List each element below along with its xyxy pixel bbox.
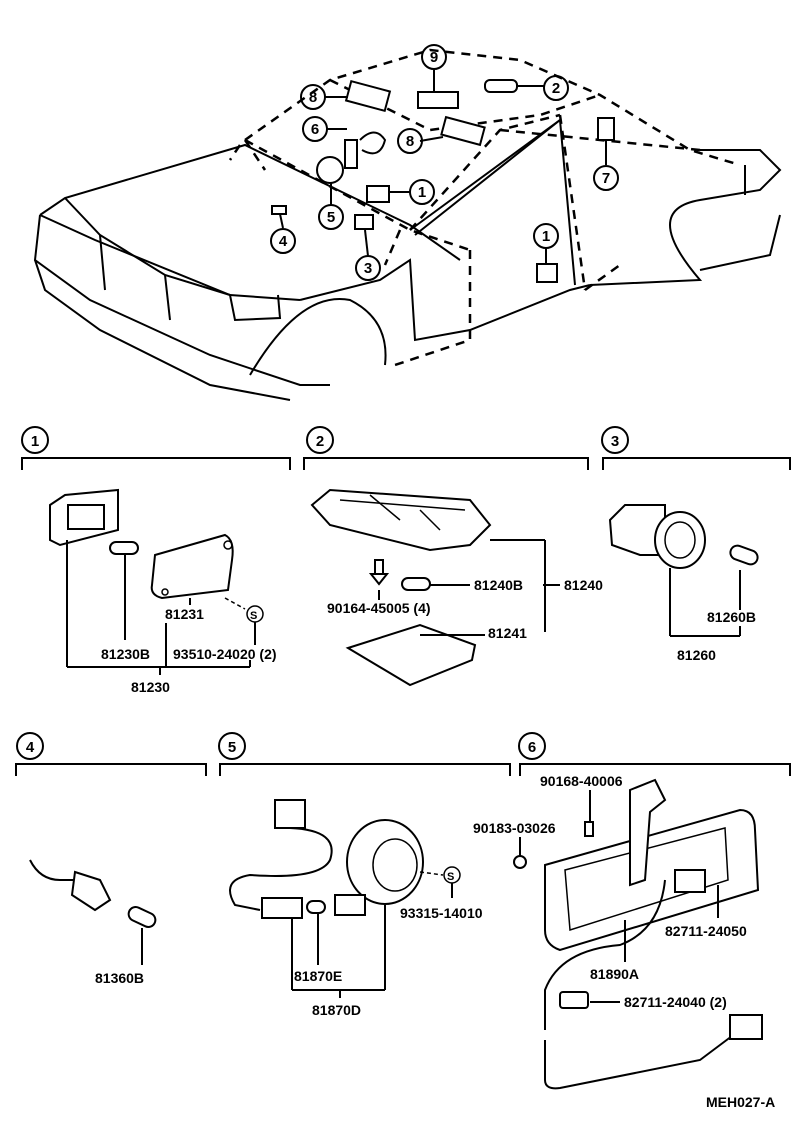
section-3-callout: 3 [601, 426, 629, 454]
callout-8b: 8 [397, 128, 423, 154]
svg-text:S: S [447, 871, 454, 883]
diagram-code: MEH027-A [706, 1094, 775, 1110]
callout-5: 5 [318, 204, 344, 230]
svg-text:8: 8 [406, 133, 414, 150]
svg-text:8: 8 [309, 89, 317, 106]
svg-text:6: 6 [311, 121, 319, 138]
svg-text:5: 5 [228, 739, 236, 756]
svg-text:2: 2 [316, 433, 324, 450]
svg-text:81870D: 81870D [312, 1002, 361, 1018]
svg-text:82711-24040 (2): 82711-24040 (2) [624, 994, 727, 1010]
svg-text:93510-24020 (2): 93510-24020 (2) [173, 646, 277, 662]
callout-4: 4 [270, 228, 296, 254]
svg-text:90164-45005 (4): 90164-45005 (4) [327, 600, 431, 616]
callout-8: 8 [300, 84, 326, 110]
svg-text:81260B: 81260B [707, 609, 756, 625]
section-3: 3 81260B 81260 [601, 426, 791, 663]
svg-text:81241: 81241 [488, 625, 527, 641]
callout-7: 7 [593, 165, 619, 191]
svg-text:81230B: 81230B [101, 646, 150, 662]
section-6: 6 90168-40006 90183-03026 82711-24050 81… [473, 732, 791, 1090]
screw-S-1: S [246, 605, 264, 623]
svg-text:2: 2 [552, 80, 560, 97]
svg-text:3: 3 [611, 433, 619, 450]
svg-text:81240B: 81240B [474, 577, 523, 593]
svg-text:7: 7 [602, 170, 610, 187]
section-5-callout: 5 [218, 732, 246, 760]
callout-9: 9 [421, 44, 447, 70]
callout-1b: 1 [533, 223, 559, 249]
svg-text:3: 3 [364, 260, 372, 277]
svg-text:5: 5 [327, 209, 335, 226]
svg-text:82711-24050: 82711-24050 [665, 923, 747, 939]
svg-text:S: S [250, 610, 257, 622]
svg-text:81230: 81230 [131, 679, 170, 695]
svg-text:81240: 81240 [564, 577, 603, 593]
svg-text:90168-40006: 90168-40006 [540, 773, 623, 789]
callout-3: 3 [355, 255, 381, 281]
section-1-callout: 1 [21, 426, 49, 454]
svg-text:90183-03026: 90183-03026 [473, 820, 556, 836]
svg-text:9: 9 [430, 49, 438, 66]
section-5: 5 S 81870E 81870D 93315-14010 [218, 732, 511, 1018]
car-callouts: 9 2 8 6 8 1 5 4 3 1 7 [270, 44, 619, 281]
section-2-callout: 2 [306, 426, 334, 454]
section-4-callout: 4 [16, 732, 44, 760]
section-2: 2 90164-45005 (4) 81240B 81240 81241 [303, 426, 603, 687]
svg-text:81890A: 81890A [590, 966, 639, 982]
svg-text:81231: 81231 [165, 606, 204, 622]
callout-1: 1 [409, 179, 435, 205]
svg-text:81360B: 81360B [95, 970, 144, 986]
section-1: 1 S 81230B 81231 93510-24020 (2) 81230 [21, 426, 291, 695]
svg-text:81260: 81260 [677, 647, 716, 663]
callout-6: 6 [302, 116, 328, 142]
car-overview [33, 48, 782, 401]
svg-text:4: 4 [26, 739, 35, 756]
svg-text:4: 4 [279, 233, 288, 250]
svg-text:93315-14010: 93315-14010 [400, 905, 483, 921]
section-4: 4 81360B [15, 732, 207, 986]
svg-text:1: 1 [418, 184, 426, 201]
svg-text:81870E: 81870E [294, 968, 342, 984]
svg-text:6: 6 [528, 739, 536, 756]
screw-S-5: S [443, 866, 461, 884]
svg-text:1: 1 [31, 433, 39, 450]
svg-text:1: 1 [542, 228, 550, 245]
section-6-callout: 6 [518, 732, 546, 760]
callout-2: 2 [543, 75, 569, 101]
